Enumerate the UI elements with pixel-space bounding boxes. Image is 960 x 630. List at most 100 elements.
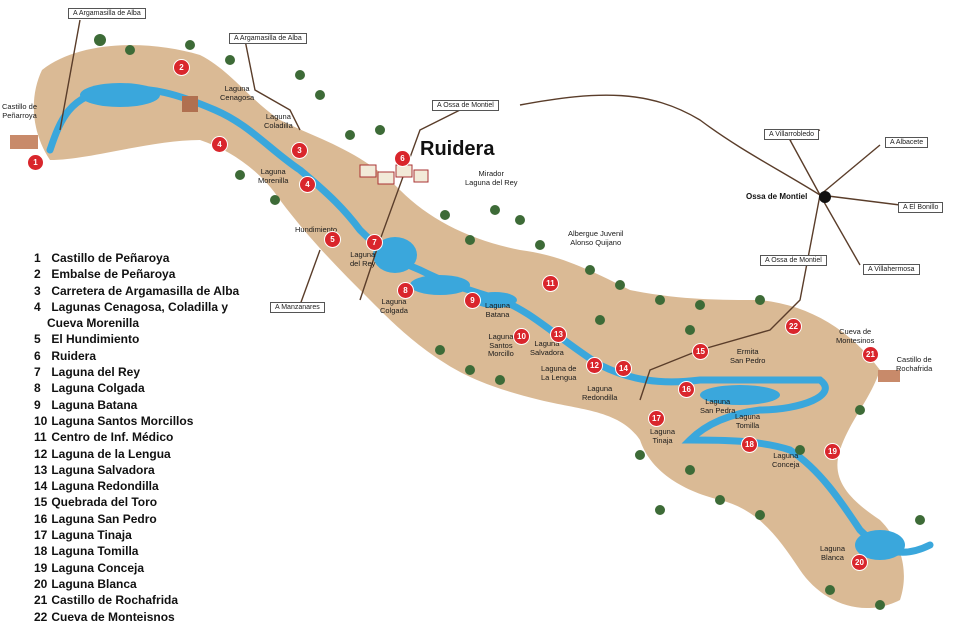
legend-item: 12 Laguna de la Lengua bbox=[34, 446, 274, 462]
tree-icons bbox=[94, 34, 925, 610]
label-batana: Laguna Batana bbox=[485, 301, 511, 319]
marker-8: 8 bbox=[398, 283, 413, 298]
label-salvadora: Laguna Salvadora bbox=[530, 339, 564, 357]
label-ermita: Ermita San Pedro bbox=[730, 347, 766, 365]
legend-item: 8 Laguna Colgada bbox=[34, 380, 274, 396]
legend-item: 2 Embalse de Peñaroya bbox=[34, 266, 274, 282]
legend-label: Laguna Salvadora bbox=[51, 462, 155, 477]
legend-num: 2 bbox=[34, 267, 41, 282]
legend-label-cont: Cueva Morenilla bbox=[47, 316, 140, 331]
marker-21: 21 bbox=[863, 347, 878, 362]
marker-11: 11 bbox=[543, 276, 558, 291]
marker-4: 4 bbox=[212, 137, 227, 152]
legend-label: Carretera de Argamasilla de Alba bbox=[51, 283, 240, 298]
legend-item: 6 Ruidera bbox=[34, 348, 274, 364]
legend-label: Laguna del Rey bbox=[51, 365, 141, 380]
legend-num: 13 bbox=[34, 462, 48, 477]
legend-item: 10 Laguna Santos Morcillos bbox=[34, 413, 274, 429]
legend-num: 22 bbox=[34, 609, 48, 624]
marker-13: 13 bbox=[551, 327, 566, 342]
town-ossa: Ossa de Montiel bbox=[746, 192, 808, 201]
legend-num: 11 bbox=[34, 430, 47, 445]
legend-num: 3 bbox=[34, 283, 41, 298]
marker-18: 18 bbox=[742, 437, 757, 452]
label-castillo-penarroya: Castillo de Peñarroya bbox=[2, 102, 38, 120]
legend-item: 1 Castillo de Peñaroya bbox=[34, 250, 274, 266]
legend-num: 7 bbox=[34, 365, 41, 380]
legend-label: Laguna Colgada bbox=[51, 381, 145, 396]
legend-label: Laguna Blanca bbox=[51, 576, 137, 591]
label-lengua: Laguna de La Lengua bbox=[541, 364, 577, 382]
label-hundimiento: Hundimiento bbox=[295, 225, 338, 234]
legend-label: Castillo de Peñaroya bbox=[51, 251, 170, 265]
label-tinaja: Laguna Tinaja bbox=[650, 427, 676, 445]
road-sign-villarrobledo: A Villarrobledo bbox=[764, 129, 820, 140]
marker-16: 16 bbox=[679, 382, 694, 397]
legend-item: 14 Laguna Redondilla bbox=[34, 478, 274, 494]
legend-item: 18 Laguna Tomilla bbox=[34, 543, 274, 559]
label-redondilla: Laguna Redondilla bbox=[582, 384, 618, 402]
label-mirador: Mirador Laguna del Rey bbox=[465, 169, 518, 187]
legend-label: Cueva de Monteisnos bbox=[51, 609, 175, 624]
legend-item: 5 El Hundimiento bbox=[34, 331, 274, 347]
legend-label: Ruidera bbox=[51, 348, 97, 363]
legend-num: 1 bbox=[34, 251, 41, 265]
marker-15: 15 bbox=[693, 344, 708, 359]
label-cueva: Cueva de Montesinos bbox=[836, 327, 875, 345]
lagoon-colgada bbox=[410, 275, 470, 295]
marker-1: 1 bbox=[28, 155, 43, 170]
legend-label: El Hundimiento bbox=[51, 332, 140, 347]
marker-3: 3 bbox=[292, 143, 307, 158]
map-legend: 1 Castillo de Peñaroya 2 Embalse de Peña… bbox=[34, 250, 274, 625]
legend-item: 20 Laguna Blanca bbox=[34, 576, 274, 592]
legend-label: Centro de Inf. Médico bbox=[51, 430, 174, 445]
road-sign-villahermosa: A Villahermosa bbox=[863, 264, 920, 275]
marker-19: 19 bbox=[825, 444, 840, 459]
legend-num: 16 bbox=[34, 511, 48, 526]
marker-9: 9 bbox=[465, 293, 480, 308]
legend-label: Laguna Santos Morcillos bbox=[51, 413, 194, 428]
marker-7: 7 bbox=[367, 235, 382, 250]
marker-4b: 4 bbox=[300, 177, 315, 192]
legend-label: Laguna Conceja bbox=[51, 560, 145, 575]
lagoon-san-pedro bbox=[700, 385, 780, 405]
legend-num: 6 bbox=[34, 348, 41, 363]
legend-num: 12 bbox=[34, 446, 48, 461]
marker-10: 10 bbox=[514, 329, 529, 344]
legend-item: 3 Carretera de Argamasilla de Alba bbox=[34, 283, 274, 299]
legend-num: 20 bbox=[34, 576, 48, 591]
marker-20: 20 bbox=[852, 555, 867, 570]
legend-label: Embalse de Peñaroya bbox=[51, 267, 176, 282]
legend-num: 18 bbox=[34, 544, 48, 559]
label-tomilla: Laguna Tomilla bbox=[735, 412, 761, 430]
label-morenilla: Laguna Morenilla bbox=[258, 167, 289, 185]
label-conceja: Laguna Conceja bbox=[772, 451, 800, 469]
marker-12: 12 bbox=[587, 358, 602, 373]
legend-item: 15 Quebrada del Toro bbox=[34, 494, 274, 510]
legend-label: Laguna Batana bbox=[51, 397, 138, 412]
lagoon-blanca bbox=[855, 530, 905, 560]
legend-num: 21 bbox=[34, 593, 48, 608]
legend-num: 19 bbox=[34, 560, 48, 575]
road-sign-bonillo: A El Bonillo bbox=[898, 202, 944, 213]
legend-num: 15 bbox=[34, 495, 48, 510]
legend-item: 19 Laguna Conceja bbox=[34, 560, 274, 576]
legend-item: 16 Laguna San Pedro bbox=[34, 511, 274, 527]
label-del-rey: Laguna del Rey bbox=[350, 250, 376, 268]
legend-label: Castillo de Rochafrida bbox=[51, 593, 179, 608]
label-coladilla: Laguna Coladilla bbox=[264, 112, 293, 130]
label-san-pedra: Laguna San Pedra bbox=[700, 397, 736, 415]
legend-item: 9 Laguna Batana bbox=[34, 397, 274, 413]
marker-22: 22 bbox=[786, 319, 801, 334]
road-sign-albacete: A Albacete bbox=[885, 137, 929, 148]
legend-num: 4 bbox=[34, 299, 41, 314]
legend-item: 17 Laguna Tinaja bbox=[34, 527, 274, 543]
label-colgada: Laguna Colgada bbox=[380, 297, 408, 315]
label-santos-morcillo: Laguna Santos Morcillo bbox=[488, 332, 514, 358]
label-albergue: Albergue Juvenil Alonso Quijano bbox=[568, 229, 624, 247]
castle-icons bbox=[10, 96, 900, 382]
legend-label: Laguna Tomilla bbox=[51, 544, 139, 559]
label-blanca: Laguna Blanca bbox=[820, 544, 846, 562]
legend-label: Quebrada del Toro bbox=[51, 495, 158, 510]
town-ruidera: Ruidera bbox=[420, 138, 495, 160]
